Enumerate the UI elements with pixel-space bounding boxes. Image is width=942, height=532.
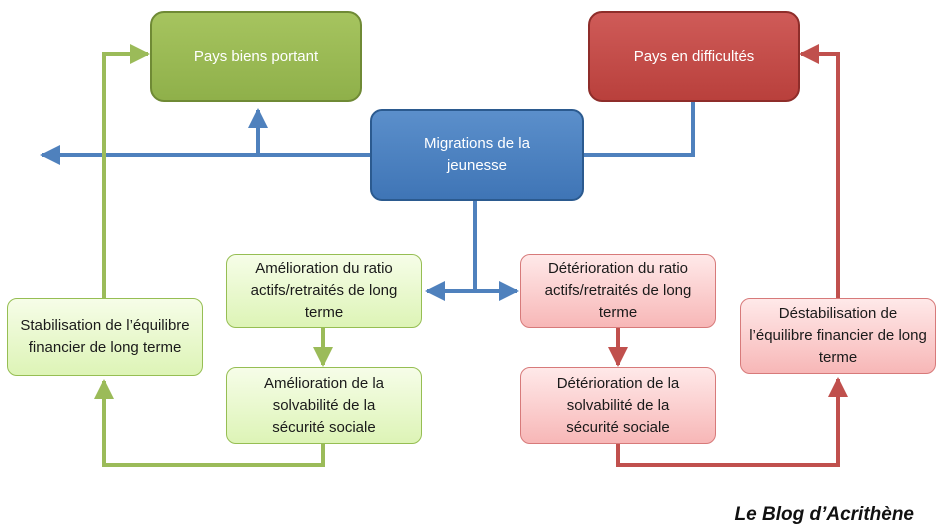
node-amelioration-solvabilite: Amélioration de la solvabilité de la séc… [226,367,422,444]
node-pays-en-difficultes: Pays en difficultés [588,11,800,102]
node-amelioration-solvabilite-label: Amélioration de la solvabilité de la séc… [263,374,385,436]
arrow-solvabilite-to-destabilisation [616,377,848,467]
node-deterioration-solvabilite-label: Détérioration de la solvabilité de la sé… [556,374,680,436]
node-deterioration-ratio: Détérioration du ratio actifs/retraités … [520,254,716,328]
node-amelioration-ratio-label: Amélioration du ratio actifs/retraités d… [250,260,398,321]
node-migrations: Migrations de la jeunesse [370,109,584,201]
node-destabilisation: Déstabilisation de l’équilibre financier… [740,298,936,374]
node-amelioration-ratio: Amélioration du ratio actifs/retraités d… [226,254,422,328]
arrow-destabilisation-to-pays-en-difficultes [799,44,840,298]
node-pays-biens-portant: Pays biens portant [150,11,362,102]
node-stabilisation: Stabilisation de l’équilibre financier d… [7,298,203,376]
node-deterioration-ratio-label: Détérioration du ratio actifs/retraités … [544,260,692,321]
node-destabilisation-label: Déstabilisation de l’équilibre financier… [749,305,927,366]
arrow-solvabilite-to-stabilisation [94,379,325,467]
arrow-stabilisation-to-pays-biens-portant [102,44,150,298]
blog-credit: Le Blog d’Acrithène [734,504,914,525]
node-migrations-label: Migrations de la jeunesse [424,135,530,174]
node-deterioration-solvabilite: Détérioration de la solvabilité de la sé… [520,367,716,444]
link-pays-en-difficultes-to-migrations [584,102,695,157]
node-pays-en-difficultes-label: Pays en difficultés [633,47,755,65]
node-pays-biens-portant-label: Pays biens portant [193,47,319,65]
node-stabilisation-label: Stabilisation de l’équilibre financier d… [20,317,190,356]
